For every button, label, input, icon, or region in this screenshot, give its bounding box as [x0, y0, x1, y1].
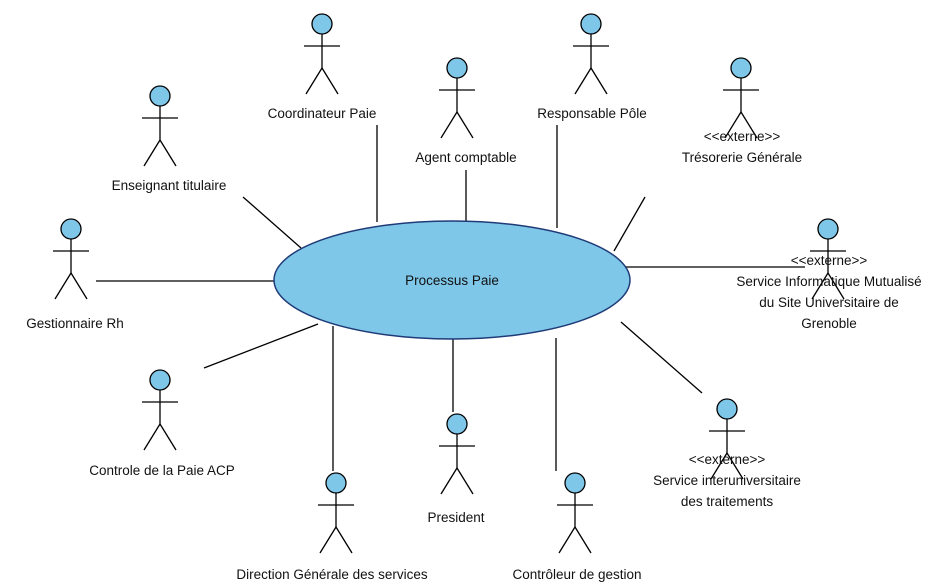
actor-leg-left [440, 111, 458, 139]
actor-leg-right [159, 423, 177, 451]
actor-leg-right [574, 526, 592, 554]
actor-head [311, 13, 333, 35]
use-case-ellipse[interactable] [273, 220, 631, 340]
actor-leg-left [440, 467, 458, 495]
actor-service-interuniversitaire[interactable]: <<externe>> Service interuniversitaire des… [653, 398, 801, 509]
association-links [96, 125, 805, 471]
actor-leg-right [590, 67, 608, 95]
actor-leg-left [143, 423, 161, 451]
actor-leg-left [54, 272, 72, 300]
actor-coordinateur-paie[interactable]: Coordinateur Paie [268, 13, 377, 121]
actor-leg-right [335, 526, 353, 554]
actor-label: Gestionnaire Rh [26, 316, 124, 331]
actor-leg-left [319, 526, 337, 554]
actor-leg-left [724, 111, 742, 139]
actor-head [446, 57, 468, 79]
actor-stereotype: <<externe>> [791, 253, 868, 268]
actor-controleur-gestion[interactable]: Contrôleur de gestion [512, 472, 642, 582]
actor-agent-comptable[interactable]: Agent comptable [415, 57, 517, 165]
actor-label: Enseignant titulaire [112, 178, 227, 193]
actor-label: Controle de la Paie ACP [89, 463, 235, 478]
actor-leg-right [827, 272, 845, 300]
actor-label: Contrôleur de gestion [512, 567, 641, 582]
actor-label: du Site Universitaire de [759, 295, 899, 310]
actor-direction-generale[interactable]: Direction Générale des services [236, 472, 428, 582]
actor-label: Service interuniversitaire [653, 473, 801, 488]
actor-enseignant-titulaire[interactable]: Enseignant titulaire [112, 85, 227, 193]
actor-label: Service Informatique Mutualisé [736, 274, 921, 289]
actor-leg-left [558, 526, 576, 554]
actor-controle-paie-acp[interactable]: Controle de la Paie ACP [89, 369, 235, 478]
actor-stereotype: <<externe>> [689, 452, 766, 467]
actor-gestionnaire-rh[interactable]: Gestionnaire Rh [26, 218, 124, 331]
actor-leg-right [70, 272, 88, 300]
actor-head [149, 369, 171, 391]
actor-head [446, 413, 468, 435]
actor-head [564, 472, 586, 494]
actor-head [817, 218, 839, 240]
actor-label: Responsable Pôle [537, 106, 647, 121]
actor-label: President [427, 510, 484, 525]
actor-head [325, 472, 347, 494]
actor-head [60, 218, 82, 240]
association-controle-paie-acp [203, 323, 319, 369]
actor-responsable-pole[interactable]: Responsable Pôle [537, 13, 647, 121]
actor-leg-left [811, 272, 829, 300]
actor-leg-left [710, 452, 728, 480]
actor-label: Trésorerie Générale [682, 150, 802, 165]
actor-leg-right [159, 139, 177, 167]
actor-head [716, 398, 738, 420]
actor-label: Direction Générale des services [236, 567, 428, 582]
actor-head [730, 57, 752, 79]
association-tresorerie-generale [613, 196, 646, 252]
actor-head [149, 85, 171, 107]
association-enseignant-titulaire [242, 196, 302, 249]
actor-leg-right [456, 111, 474, 139]
actor-label: Agent comptable [415, 150, 516, 165]
actor-leg-right [321, 67, 339, 95]
actor-label: Grenoble [801, 316, 857, 331]
actor-label: Coordinateur Paie [268, 106, 377, 121]
actor-label: des traitements [681, 494, 774, 509]
actor-leg-left [143, 139, 161, 167]
actor-tresorerie-generale[interactable]: <<externe>> Trésorerie Générale [682, 57, 802, 165]
actor-leg-left [574, 67, 592, 95]
actor-head [580, 13, 602, 35]
use-case-processus-paie[interactable]: Processus Paie [273, 220, 631, 340]
association-service-interuniversitaire [620, 321, 703, 394]
actor-stereotype: <<externe>> [704, 129, 781, 144]
actor-leg-right [740, 111, 758, 139]
actor-president[interactable]: President [427, 413, 485, 525]
actor-leg-left [305, 67, 323, 95]
actor-service-informatique[interactable]: <<externe>> Service Informatique Mutualis… [736, 218, 922, 331]
actor-leg-right [726, 452, 744, 480]
use-case-label: Processus Paie [405, 273, 499, 288]
actor-leg-right [456, 467, 474, 495]
